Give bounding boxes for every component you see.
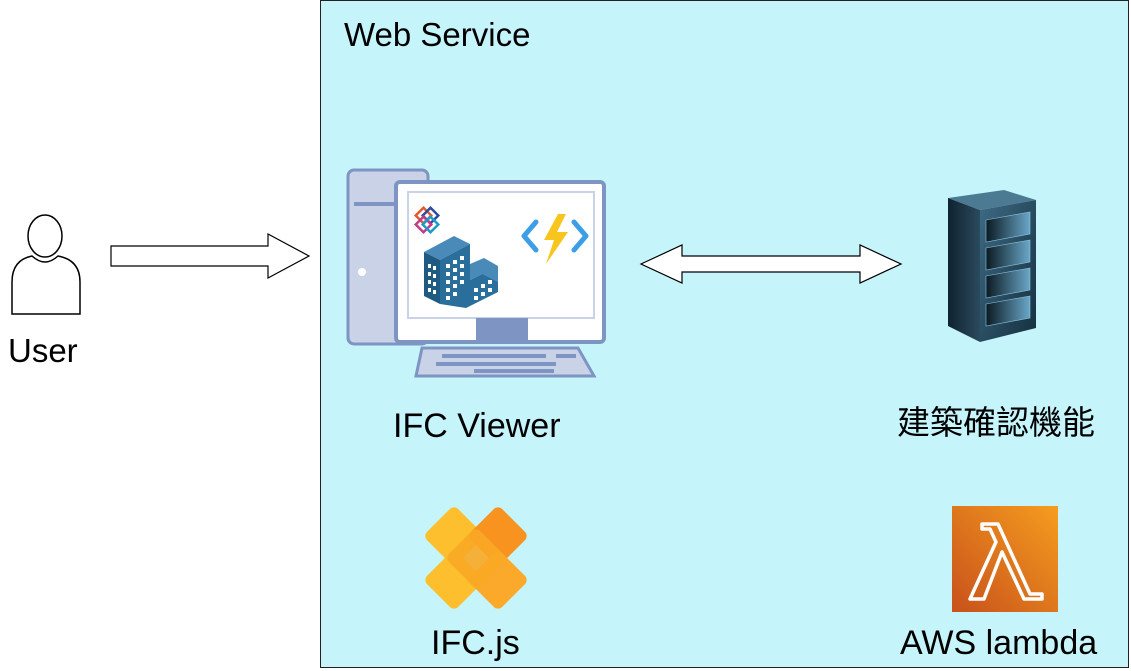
aws-lambda-label: AWS lambda <box>900 624 1098 662</box>
double-arrow-icon <box>639 244 903 284</box>
aws-lambda-icon <box>952 506 1058 612</box>
right-arrow-icon <box>110 232 311 280</box>
user-label: User <box>8 332 78 369</box>
user-icon <box>10 212 82 316</box>
ifcjs-label: IFC.js <box>431 624 520 662</box>
ifc-viewer-label: IFC Viewer <box>393 407 561 445</box>
server-rack-icon <box>944 188 1038 344</box>
building-icon <box>420 234 500 310</box>
ifc-logo-icon <box>413 205 441 235</box>
service-title: Web Service <box>344 16 531 53</box>
building-check-function-label: 建築確認機能 <box>897 403 1095 442</box>
azure-functions-icon <box>521 212 589 266</box>
ifcjs-logo-icon <box>418 500 536 618</box>
